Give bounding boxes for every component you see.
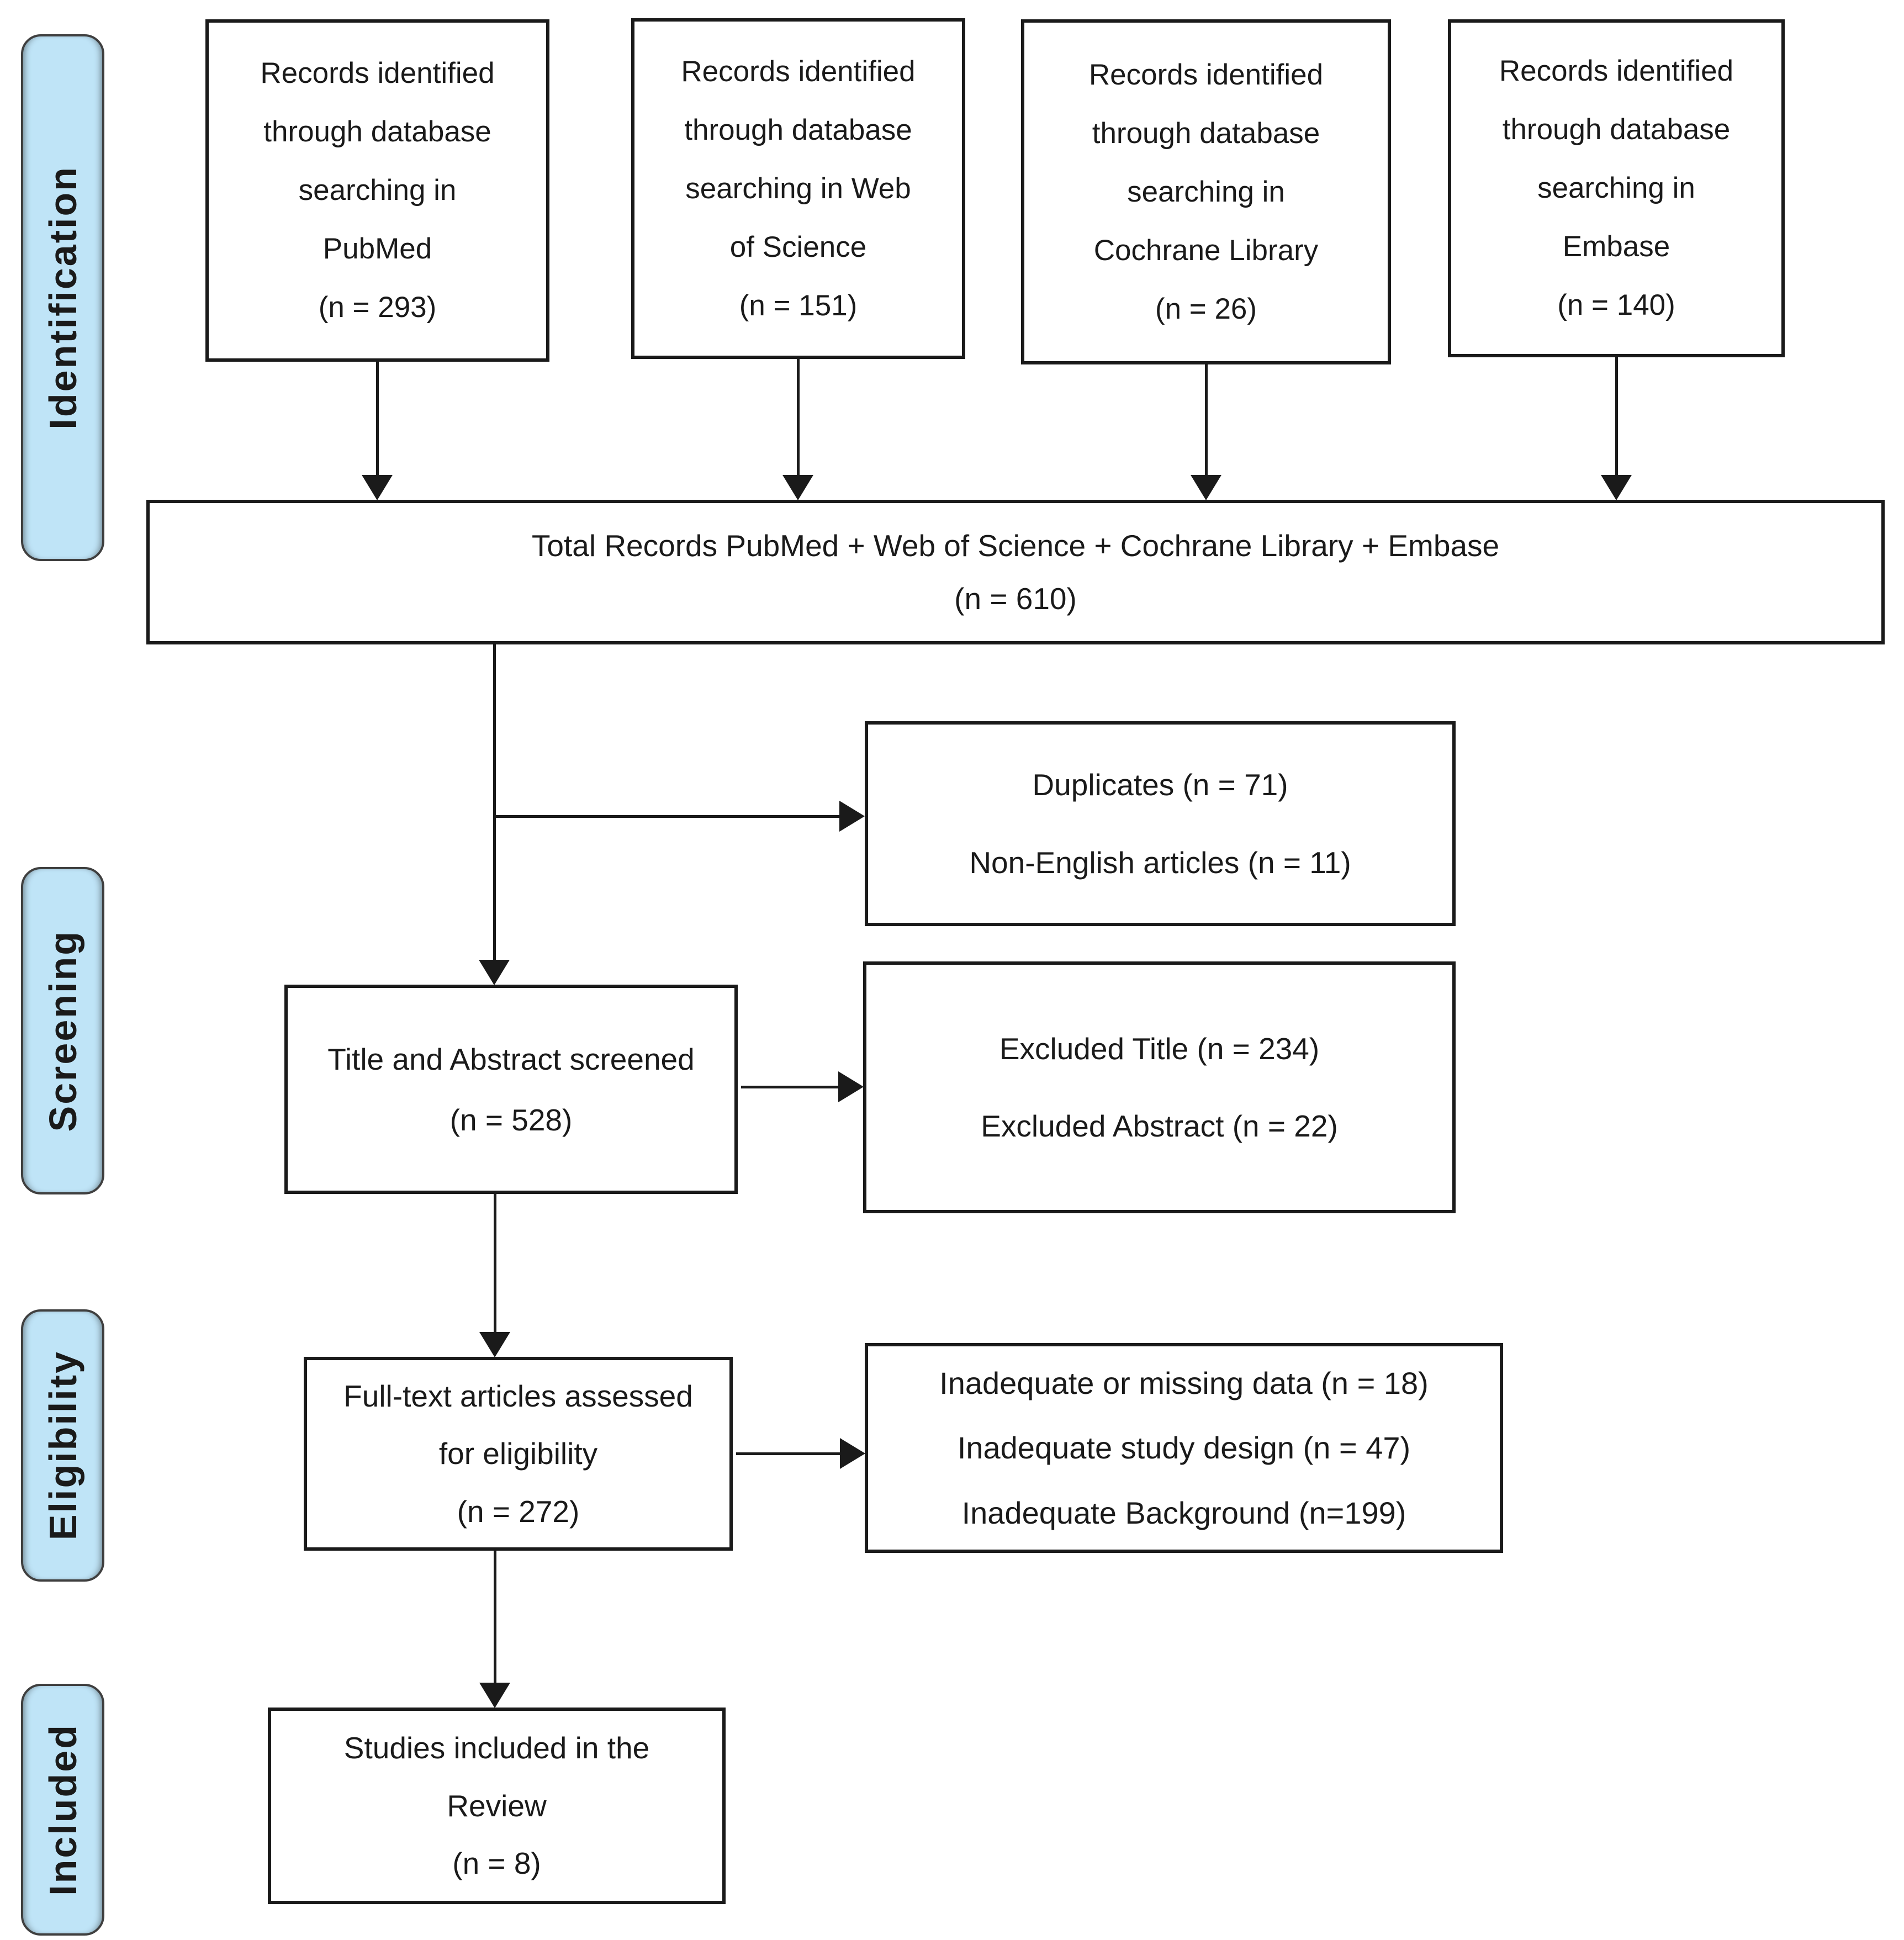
arrow-right-icon <box>839 801 865 832</box>
source-embase-line: Embase <box>1562 230 1670 263</box>
included-count: (n = 8) <box>452 1846 541 1881</box>
fulltext-line: for eligibility <box>438 1436 598 1471</box>
connector-line <box>494 1194 496 1333</box>
source-box-web-of-science: Records identified through database sear… <box>631 18 965 359</box>
connector-line <box>494 815 840 818</box>
exclusion-reason-line: Inadequate study design (n = 47) <box>957 1430 1411 1466</box>
excluded-box: Excluded Title (n = 234) Excluded Abstra… <box>863 961 1456 1213</box>
source-pubmed-count: (n = 293) <box>318 291 437 324</box>
source-cochrane-line: Records identified <box>1088 58 1324 91</box>
source-cochrane-line: through database <box>1092 117 1320 150</box>
source-embase-line: through database <box>1502 113 1731 146</box>
duplicates-line: Duplicates (n = 71) <box>1032 768 1288 802</box>
duplicates-box: Duplicates (n = 71) Non-English articles… <box>865 721 1456 926</box>
connector-line <box>1615 357 1618 476</box>
arrow-down-icon <box>479 1332 510 1357</box>
connector-line <box>736 1452 841 1455</box>
source-pubmed-line: through database <box>263 115 491 148</box>
arrow-right-icon <box>838 1071 864 1102</box>
screened-line: Title and Abstract screened <box>327 1042 695 1076</box>
included-line: Studies included in the <box>343 1731 650 1765</box>
source-wos-line: searching in Web <box>685 172 911 205</box>
arrow-down-icon <box>1601 475 1632 500</box>
source-wos-line: through database <box>684 113 912 146</box>
arrow-down-icon <box>362 475 393 500</box>
source-pubmed-line: searching in <box>298 174 457 207</box>
excluded-line: Excluded Title (n = 234) <box>999 1031 1320 1066</box>
total-records-box: Total Records PubMed + Web of Science + … <box>146 500 1885 644</box>
source-box-pubmed: Records identified through database sear… <box>205 19 549 362</box>
stage-included-label: Included <box>41 1724 84 1896</box>
source-embase-count: (n = 140) <box>1557 289 1675 321</box>
arrow-down-icon <box>782 475 813 500</box>
fulltext-line: Full-text articles assessed <box>343 1378 693 1413</box>
source-pubmed-line: Records identified <box>260 57 495 89</box>
source-box-embase: Records identified through database sear… <box>1448 19 1785 357</box>
stage-identification: Identification <box>21 34 104 561</box>
exclusion-reason-line: Inadequate Background (n=199) <box>961 1495 1406 1530</box>
screened-box: Title and Abstract screened (n = 528) <box>284 985 738 1194</box>
fulltext-count: (n = 272) <box>457 1494 580 1529</box>
source-wos-line: of Science <box>729 230 867 263</box>
exclusion-reason-line: Inadequate or missing data (n = 18) <box>939 1365 1429 1400</box>
source-embase-line: Records identified <box>1499 55 1734 87</box>
stage-eligibility: Eligibility <box>21 1309 104 1582</box>
connector-line <box>493 644 496 961</box>
source-pubmed-line: PubMed <box>322 232 432 265</box>
connector-line <box>797 359 800 476</box>
connector-line <box>741 1086 839 1088</box>
arrow-down-icon <box>479 960 510 985</box>
connector-line <box>1205 364 1208 476</box>
exclusion-reasons-box: Inadequate or missing data (n = 18) Inad… <box>865 1343 1503 1553</box>
arrow-down-icon <box>1191 475 1221 500</box>
total-records-line: Total Records PubMed + Web of Science + … <box>531 528 1500 563</box>
stage-screening-label: Screening <box>41 929 84 1132</box>
stage-identification-label: Identification <box>41 166 84 430</box>
connector-line <box>376 362 379 476</box>
excluded-line: Excluded Abstract (n = 22) <box>981 1109 1338 1143</box>
arrow-right-icon <box>840 1438 865 1469</box>
source-cochrane-count: (n = 26) <box>1155 292 1257 325</box>
included-studies-box: Studies included in the Review (n = 8) <box>268 1708 726 1904</box>
source-cochrane-line: Cochrane Library <box>1093 234 1319 267</box>
source-wos-line: Records identified <box>681 55 916 88</box>
source-embase-line: searching in <box>1537 172 1695 204</box>
included-line: Review <box>447 1788 547 1823</box>
duplicates-line: Non-English articles (n = 11) <box>969 845 1351 880</box>
source-wos-count: (n = 151) <box>739 289 858 322</box>
connector-line <box>494 1551 496 1684</box>
stage-eligibility-label: Eligibility <box>41 1350 84 1541</box>
source-box-cochrane: Records identified through database sear… <box>1021 19 1391 364</box>
total-records-count: (n = 610) <box>954 582 1077 616</box>
screened-count: (n = 528) <box>449 1102 573 1137</box>
stage-included: Included <box>21 1684 104 1936</box>
arrow-down-icon <box>479 1683 510 1708</box>
stage-screening: Screening <box>21 867 104 1194</box>
source-cochrane-line: searching in <box>1127 175 1285 208</box>
fulltext-box: Full-text articles assessed for eligibil… <box>304 1357 733 1551</box>
